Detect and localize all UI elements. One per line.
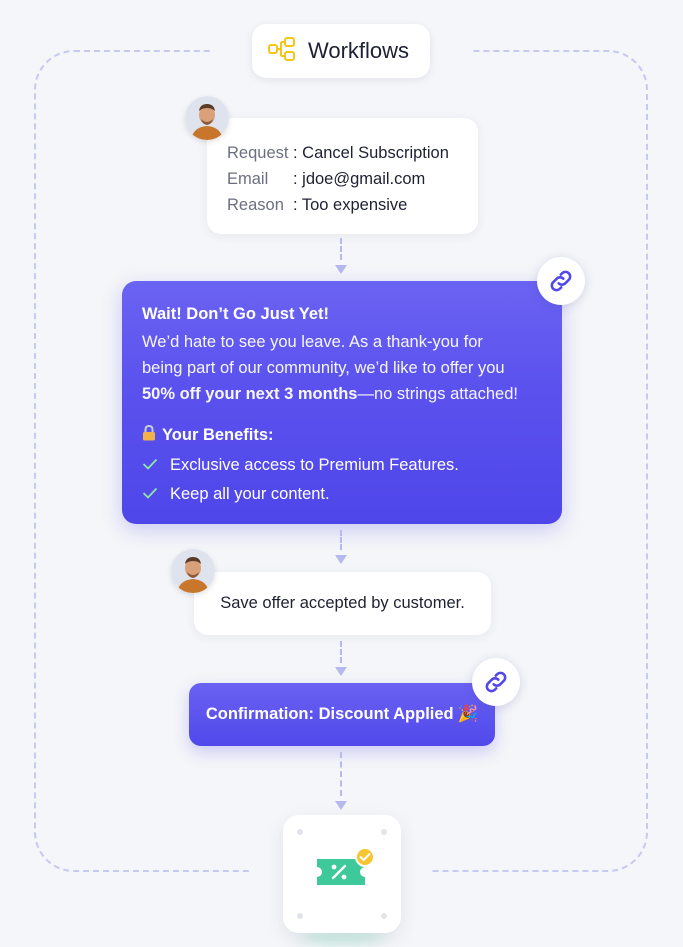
request-row: Request : Cancel Subscription (227, 140, 478, 166)
request-card: Request : Cancel Subscription Email : jd… (207, 118, 478, 234)
request-value: : Cancel Subscription (293, 144, 449, 162)
offer-title: Wait! Don’t Go Just Yet! (142, 305, 330, 323)
offer-highlight: 50% off your next 3 months (142, 385, 358, 403)
offer-body-tail: —no strings attached! (357, 385, 518, 403)
reason-key: Reason (227, 196, 284, 214)
tile-dot (381, 829, 387, 835)
offer-body-line: being part of our community, we’d like t… (142, 359, 505, 377)
accepted-text: Save offer accepted by customer. (220, 594, 465, 612)
workflows-header[interactable]: Workflows (252, 24, 430, 78)
tile-dot (381, 913, 387, 919)
benefit-item: Keep all your content. (142, 485, 542, 504)
email-value: : jdoe@gmail.com (293, 170, 426, 188)
avatar (185, 96, 229, 140)
benefit-item: Exclusive access to Premium Features. (142, 456, 542, 475)
link-icon[interactable] (537, 257, 585, 305)
reason-value: : Too expensive (293, 196, 408, 214)
check-icon (142, 485, 170, 504)
offer-body-line: We’d hate to see you leave. As a thank-y… (142, 333, 483, 351)
tile-dot (297, 913, 303, 919)
connector-arrow (335, 667, 347, 676)
connector-line (340, 752, 342, 796)
email-key: Email (227, 170, 269, 188)
confirmation-text: Confirmation: Discount Applied (205, 705, 454, 723)
tile-dot (297, 829, 303, 835)
reason-row: Reason : Too expensive (227, 192, 478, 218)
connector-arrow (335, 265, 347, 274)
connector-arrow (335, 555, 347, 564)
confirmation-button[interactable]: Confirmation: Discount Applied 🎉 (189, 683, 495, 746)
coupon-glow (300, 930, 384, 944)
retention-offer-card: Wait! Don’t Go Just Yet! We’d hate to se… (122, 281, 562, 524)
connector-line (340, 530, 342, 550)
benefit-text: Keep all your content. (170, 485, 330, 503)
connector-line (340, 641, 342, 663)
offer-accepted-card: Save offer accepted by customer. (194, 572, 491, 635)
workflow-icon (268, 36, 296, 66)
benefits-title: Your Benefits: (162, 426, 274, 444)
link-icon[interactable] (472, 658, 520, 706)
lock-icon (142, 424, 156, 446)
offer-body: We’d hate to see you leave. As a thank-y… (142, 329, 542, 407)
request-key: Request (227, 144, 289, 162)
connector-line (340, 238, 342, 260)
offer-body-line: 50% off your next 3 months—no strings at… (142, 381, 542, 407)
email-row: Email : jdoe@gmail.com (227, 166, 478, 192)
workflows-title: Workflows (308, 38, 410, 63)
benefit-text: Exclusive access to Premium Features. (170, 456, 459, 474)
check-icon (142, 456, 170, 475)
coupon-tile (283, 815, 401, 933)
connector-arrow (335, 801, 347, 810)
party-popper-icon: 🎉 (457, 705, 479, 723)
coupon-icon (315, 847, 377, 900)
avatar (171, 549, 215, 593)
benefits-heading: Your Benefits: (142, 424, 542, 446)
